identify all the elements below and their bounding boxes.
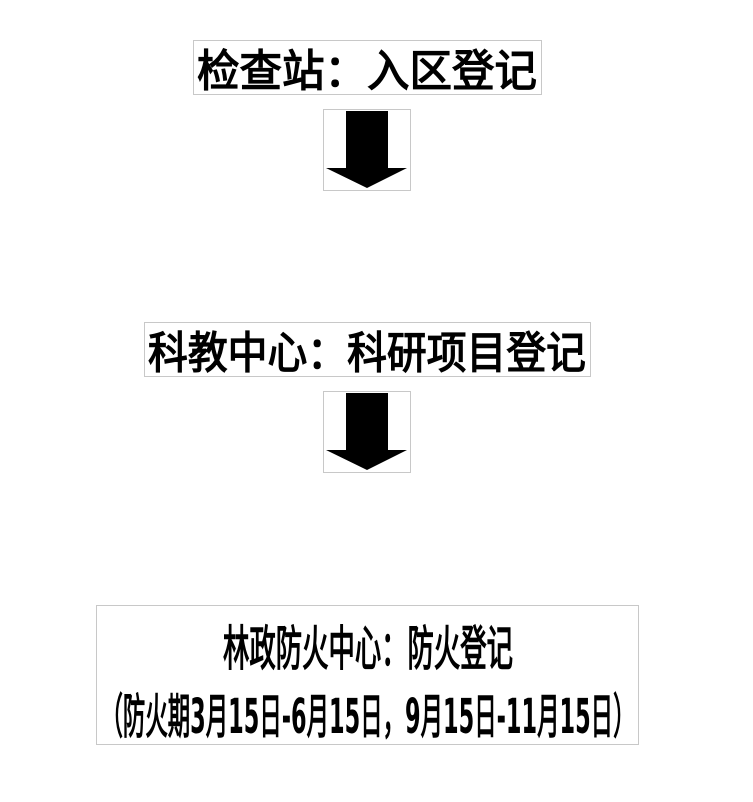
down-arrow-icon: [326, 111, 407, 188]
step-box-fire: [96, 605, 639, 745]
step-label-fire: 林政防火中心：防火登记: [223, 621, 513, 677]
step-box-checkpoint: [193, 40, 542, 95]
down-arrow-icon: [326, 393, 407, 470]
step-sublabel-fire-period: （防火期3月15日-6月15日，9月15日-11月15日）: [101, 689, 636, 745]
step-label-research: 科教中心：科研项目登记: [148, 328, 586, 379]
step-box-research: [144, 322, 591, 377]
step-label-checkpoint: 检查站：入区登记: [197, 46, 537, 97]
